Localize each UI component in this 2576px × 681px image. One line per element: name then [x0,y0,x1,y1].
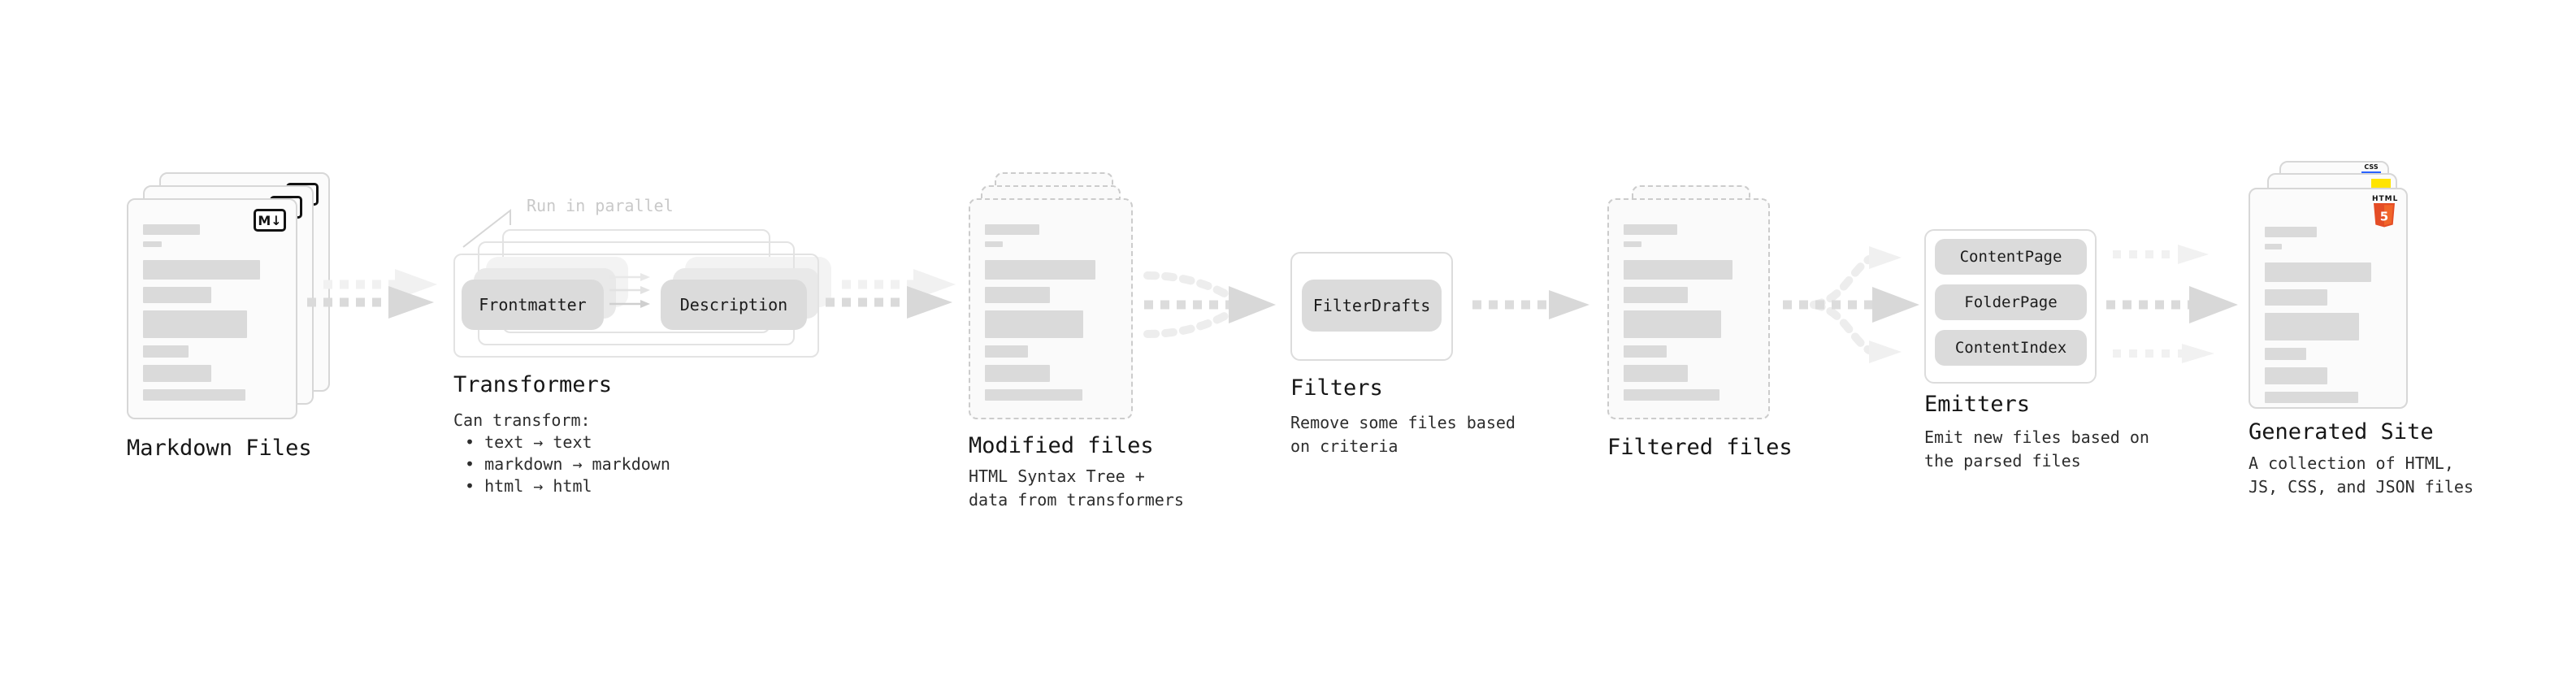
transform-flow-arrows [609,273,650,308]
skeleton-bar [985,260,1096,280]
transformers-title: Transformers [453,372,613,397]
emitters-title: Emitters [1924,392,2031,417]
skeleton-bar [2265,348,2307,360]
transform-bullet: • markdown → markdown [465,454,670,474]
arrow-markdown-to-transformers [307,269,437,319]
skeleton-bar [1624,224,1677,235]
skeleton-bar [143,310,247,338]
description-line: on criteria [1290,436,1399,456]
description-line: Remove some files based [1290,413,1516,432]
filterdrafts-pill: FilterDrafts [1302,280,1442,332]
skeleton-bar [143,241,163,247]
generated-site-title: Generated Site [2249,419,2434,445]
skeleton-bar [1624,260,1733,280]
description-line: JS, CSS, and JSON files [2249,477,2474,497]
filters-description: Remove some files based on criteria [1290,411,1516,458]
filtered-files-title: Filtered files [1607,435,1793,460]
skeleton-bar [143,389,246,401]
skeleton-bar [985,224,1039,235]
can-transform-label: Can transform: [453,410,591,430]
annotation-leader-line [462,208,511,248]
skeleton-bar [1624,365,1688,382]
transform-bullet: • text → text [465,432,592,452]
markdown-files-title: Markdown Files [127,436,312,461]
markdown-icon: M↓ [254,209,286,232]
generated-html-card: HTML 5 [2249,188,2408,409]
description-line: A collection of HTML, [2249,453,2454,473]
document-content-skeleton [2265,227,2380,403]
description-line: data from transformers [969,490,1184,510]
folderpage-pill: FolderPage [1935,284,2087,320]
generated-site-description: A collection of HTML, JS, CSS, and JSON … [2249,452,2474,499]
skeleton-bar [143,345,189,358]
skeleton-bar [2265,227,2317,237]
css-icon-label: CSS [2364,163,2379,171]
skeleton-bar [2265,392,2359,403]
document-content-skeleton [143,224,270,401]
filtered-file-card-front [1607,198,1770,419]
frontmatter-pill: Frontmatter [462,280,604,330]
description-line: the parsed files [1924,451,2081,471]
description-pill: Description [661,280,807,330]
emitters-description: Emit new files based on the parsed files [1924,426,2149,473]
skeleton-bar [143,224,201,235]
description-line: HTML Syntax Tree + [969,466,1145,486]
html5-icon-label: HTML [2372,195,2399,203]
js-icon [2371,179,2391,189]
skeleton-bar [2265,262,2371,282]
arrow-filtered-to-emitters [1783,246,1919,363]
skeleton-bar [985,310,1084,338]
arrow-emitters-to-generated [2106,245,2238,363]
filters-title: Filters [1290,375,1383,401]
transformers-description: Can transform: • text → text • markdown … [453,410,670,497]
contentindex-pill: ContentIndex [1935,330,2087,366]
skeleton-bar [985,241,1004,247]
run-in-parallel-label: Run in parallel [527,196,674,215]
skeleton-bar [1624,389,1720,401]
transform-bullet: • html → html [465,476,592,496]
document-content-skeleton [1624,224,1742,401]
skeleton-bar [143,365,212,382]
skeleton-bar [1624,241,1641,247]
skeleton-bar [985,365,1050,382]
skeleton-bar [1624,345,1667,358]
skeleton-bar [2265,313,2360,340]
arrow-modified-to-filters [1143,271,1276,338]
html5-shield: 5 [2374,203,2395,228]
contentpage-pill: ContentPage [1935,239,2087,275]
skeleton-bar [985,389,1082,401]
skeleton-bar [2265,244,2283,249]
arrow-transformers-to-modified [826,269,956,319]
document-content-skeleton [985,224,1105,401]
skeleton-bar [143,287,212,303]
skeleton-bar [1624,287,1688,303]
skeleton-bar [985,345,1029,358]
html5-icon: HTML 5 [2372,195,2399,231]
skeleton-bar [2265,367,2327,384]
skeleton-bar [985,287,1050,303]
markdown-file-card-front: M↓ [127,198,297,419]
transformer-layer-front [453,254,819,358]
arrow-filters-to-filtered [1472,290,1589,319]
skeleton-bar [143,260,260,280]
modified-file-card-front [969,198,1133,419]
description-line: Emit new files based on [1924,427,2149,447]
modified-files-description: HTML Syntax Tree + data from transformer… [969,465,1184,512]
skeleton-bar [1624,310,1721,338]
html5-shield-number: 5 [2380,210,2388,224]
modified-files-title: Modified files [969,433,1154,458]
skeleton-bar [2265,289,2327,306]
